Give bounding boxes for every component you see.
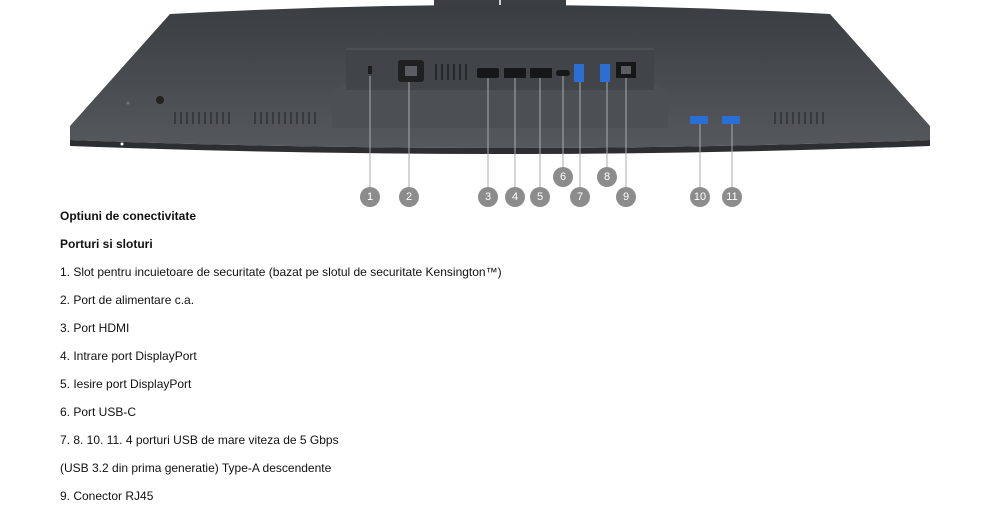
callout-11: 11: [722, 187, 742, 207]
callout-9: 9: [616, 187, 636, 207]
svg-text:9: 9: [623, 191, 629, 203]
callout-4: 4: [505, 187, 525, 207]
svg-text:6: 6: [560, 171, 566, 183]
security-slot: [368, 66, 372, 74]
svg-text:11: 11: [726, 191, 737, 203]
power-button: [156, 96, 164, 104]
svg-text:10: 10: [694, 191, 706, 203]
callout-1: 1: [360, 187, 380, 207]
port-item-3: 3. Port HDMI: [60, 321, 130, 335]
hdmi-port: [477, 68, 499, 78]
callout-7: 7: [570, 187, 590, 207]
usb-c-port: [556, 70, 570, 76]
svg-text:4: 4: [512, 191, 518, 203]
usb-a-port-10: [690, 116, 708, 124]
port-item-4: 4. Intrare port DisplayPort: [60, 349, 197, 363]
vent-center: [435, 64, 467, 80]
callout-2: 2: [399, 187, 419, 207]
vent-left: [174, 112, 316, 124]
displayport-out: [530, 68, 552, 78]
usb-a-port-8: [600, 64, 610, 82]
section-subtitle: Porturi si sloturi: [60, 237, 153, 251]
port-item-7-cont: (USB 3.2 din prima generatie) Type-A des…: [60, 461, 332, 475]
callout-6: 6: [553, 167, 573, 187]
svg-text:2: 2: [406, 191, 412, 203]
usb-a-port-11: [722, 116, 740, 124]
svg-text:8: 8: [604, 171, 610, 183]
callout-3: 3: [478, 187, 498, 207]
leader-lines: [369, 76, 733, 188]
displayport-in: [504, 68, 526, 78]
port-item-2: 2. Port de alimentare c.a.: [60, 293, 195, 307]
svg-text:7: 7: [577, 191, 583, 203]
callout-8: 8: [597, 167, 617, 187]
connectivity-section: Optiuni de conectivitate Porturi si slot…: [60, 206, 960, 514]
section-title: Optiuni de conectivitate: [60, 209, 197, 223]
port-item-6: 6. Port USB-C: [60, 405, 137, 419]
usb-a-port-7: [574, 64, 584, 82]
port-item-5: 5. Iesire port DisplayPort: [60, 377, 192, 391]
monitor-rear-diagram: 1 2 3 4 5 6 7 8 9 10 11: [70, 0, 930, 207]
vent-right: [774, 112, 824, 124]
port-item-9: 9. Conector RJ45: [60, 489, 154, 503]
port-item-7: 7. 8. 10. 11. 4 porturi USB de mare vite…: [60, 433, 339, 447]
callout-5: 5: [530, 187, 550, 207]
port-item-1: 1. Slot pentru incuietoare de securitate…: [60, 265, 502, 279]
svg-text:3: 3: [485, 191, 491, 203]
svg-text:5: 5: [537, 191, 543, 203]
svg-text:1: 1: [367, 191, 373, 203]
callout-10: 10: [690, 187, 710, 207]
